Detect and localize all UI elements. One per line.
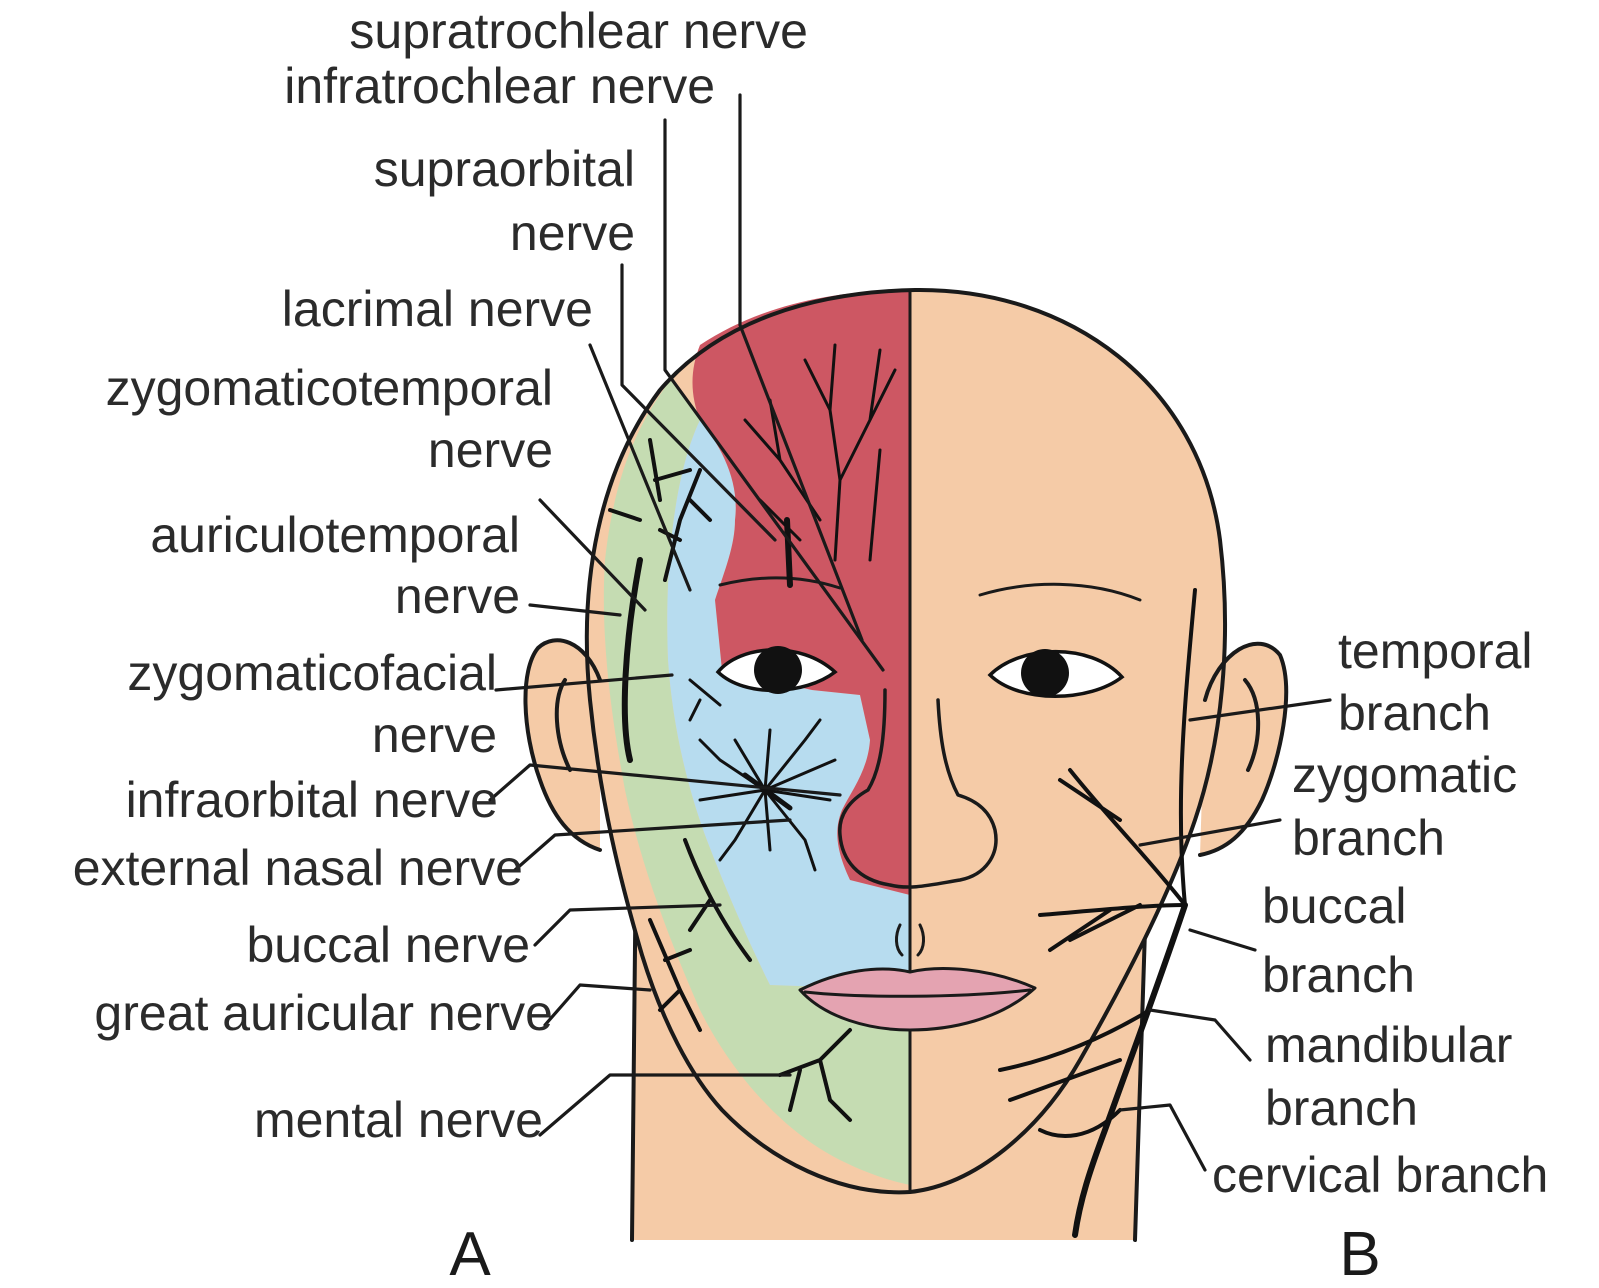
label-supraorbital-line2: nerve — [510, 205, 635, 261]
label-buccal-branch-line2: branch — [1262, 947, 1415, 1003]
label-mandibular-line1: mandibular — [1265, 1017, 1512, 1073]
label-temporal-line1: temporal — [1338, 623, 1533, 679]
label-auriculotemporal-line2: nerve — [395, 568, 520, 624]
label-buccal-branch-line1: buccal — [1262, 878, 1407, 934]
label-zygomatic-line2: branch — [1292, 810, 1445, 866]
label-zygomaticotemporal-line2: nerve — [428, 422, 553, 478]
label-mandibular-line2: branch — [1265, 1080, 1418, 1136]
label-supratrochlear-nerve: supratrochlear nerve — [349, 3, 808, 59]
panel-label-b: B — [1339, 1220, 1380, 1283]
label-buccal-nerve: buccal nerve — [247, 917, 531, 973]
label-supraorbital-line1: supraorbital — [374, 141, 635, 197]
label-temporal-line2: branch — [1338, 685, 1491, 741]
label-infratrochlear-nerve: infratrochlear nerve — [284, 58, 715, 114]
label-zygomaticotemporal-line1: zygomaticotemporal — [106, 360, 553, 416]
label-zygomaticofacial-line2: nerve — [372, 707, 497, 763]
right-pupil — [1021, 649, 1069, 697]
label-lacrimal-nerve: lacrimal nerve — [282, 281, 593, 337]
label-zygomatic-line1: zygomatic — [1292, 747, 1517, 803]
label-auriculotemporal-line1: auriculotemporal — [150, 507, 520, 563]
left-pupil — [754, 646, 802, 694]
panel-label-a: A — [449, 1220, 491, 1283]
label-great-auricular-nerve: great auricular nerve — [94, 985, 553, 1041]
label-external-nasal-nerve: external nasal nerve — [73, 840, 523, 896]
label-zygomaticofacial-line1: zygomaticofacial — [127, 645, 497, 701]
label-mental-nerve: mental nerve — [254, 1092, 543, 1148]
label-cervical-branch: cervical branch — [1212, 1147, 1548, 1203]
label-infraorbital-nerve: infraorbital nerve — [126, 772, 498, 828]
